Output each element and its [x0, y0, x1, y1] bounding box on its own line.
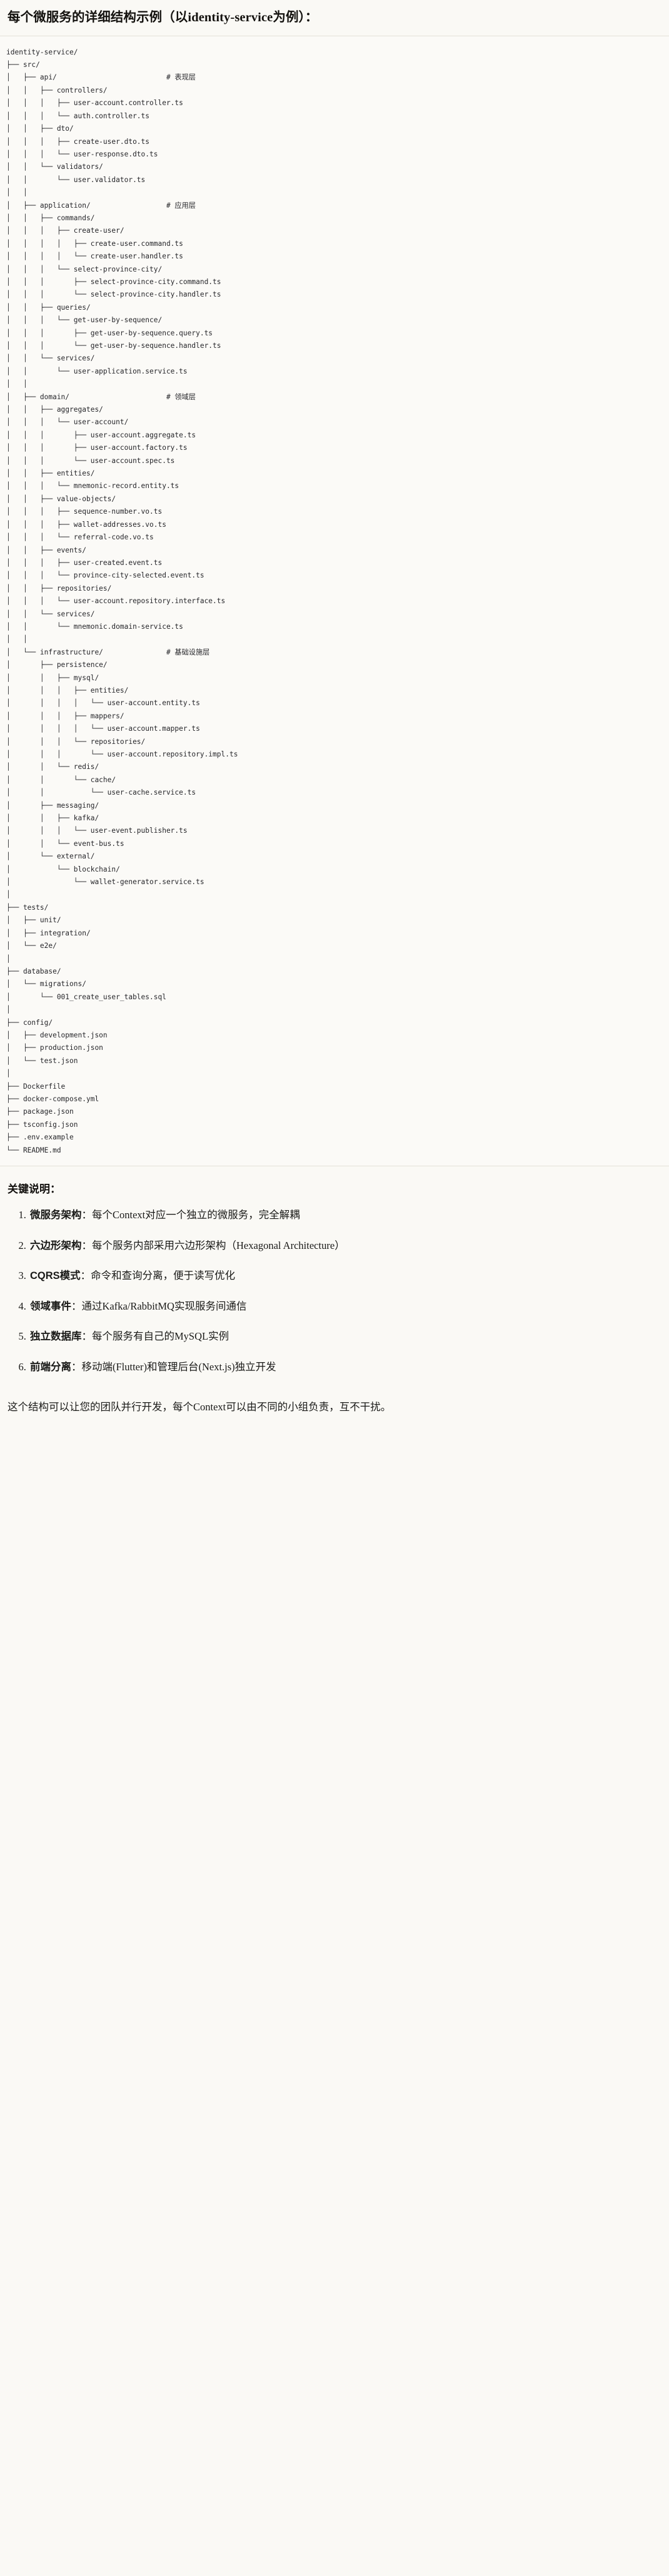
page-title: 每个微服务的详细结构示例（以identity-service为例）： — [0, 0, 669, 36]
key-point-description: 每个服务有自己的MySQL实例 — [92, 1330, 229, 1343]
closing-paragraph: 这个结构可以让您的团队并行开发，每个Context可以由不同的小组负责，互不干扰… — [8, 1401, 391, 1413]
key-point-term: 微服务架构 — [30, 1209, 82, 1221]
directory-tree: identity-service/ ├── src/ │ ├── api/ # … — [6, 48, 238, 1154]
key-point-separator: ： — [80, 1270, 91, 1282]
key-point-description: 通过Kafka/RabbitMQ实现服务间通信 — [81, 1300, 247, 1312]
key-point-separator: ： — [81, 1209, 93, 1221]
list-item: 微服务架构：每个Context对应一个独立的微服务，完全解耦 — [29, 1207, 661, 1224]
list-item: CQRS模式：命令和查询分离，便于读写优化 — [29, 1268, 661, 1285]
key-point-term: 独立数据库 — [30, 1331, 82, 1343]
key-point-description: 移动端(Flutter)和管理后台(Next.js)独立开发 — [81, 1360, 276, 1373]
key-point-separator: ： — [71, 1300, 82, 1312]
key-point-term: 六边形架构 — [30, 1240, 82, 1251]
page-title-service-name: identity-service — [188, 11, 273, 24]
key-point-description: 每个Context对应一个独立的微服务，完全解耦 — [92, 1209, 300, 1221]
document-page: 每个微服务的详细结构示例（以identity-service为例）： ident… — [0, 0, 669, 1430]
key-point-separator: ： — [81, 1330, 93, 1343]
list-item: 六边形架构：每个服务内部采用六边形架构（Hexagonal Architectu… — [29, 1238, 661, 1255]
key-point-separator: ： — [81, 1239, 93, 1251]
list-item: 独立数据库：每个服务有自己的MySQL实例 — [29, 1328, 661, 1345]
key-point-description: 每个服务内部采用六边形架构（Hexagonal Architecture） — [92, 1239, 345, 1251]
list-item: 领域事件：通过Kafka/RabbitMQ实现服务间通信 — [29, 1298, 661, 1315]
key-points-list: 微服务架构：每个Context对应一个独立的微服务，完全解耦 六边形架构：每个服… — [8, 1207, 661, 1375]
key-points-section: 关键说明： 微服务架构：每个Context对应一个独立的微服务，完全解耦 六边形… — [0, 1166, 669, 1393]
page-title-colon: ： — [304, 10, 318, 24]
key-point-description: 命令和查询分离，便于读写优化 — [91, 1270, 236, 1282]
list-item: 前端分离：移动端(Flutter)和管理后台(Next.js)独立开发 — [29, 1359, 661, 1376]
page-title-paren-open: （以 — [162, 10, 188, 24]
key-point-term: 前端分离 — [30, 1361, 71, 1373]
directory-tree-block: identity-service/ ├── src/ │ ├── api/ # … — [0, 36, 669, 1166]
page-title-paren-close: 为例） — [273, 10, 305, 24]
key-points-heading: 关键说明： — [8, 1183, 61, 1196]
key-point-term: 领域事件 — [30, 1300, 71, 1312]
key-point-separator: ： — [71, 1360, 82, 1373]
page-title-prefix: 每个微服务的详细结构示例 — [8, 10, 163, 24]
key-point-term: CQRS模式 — [30, 1270, 81, 1282]
